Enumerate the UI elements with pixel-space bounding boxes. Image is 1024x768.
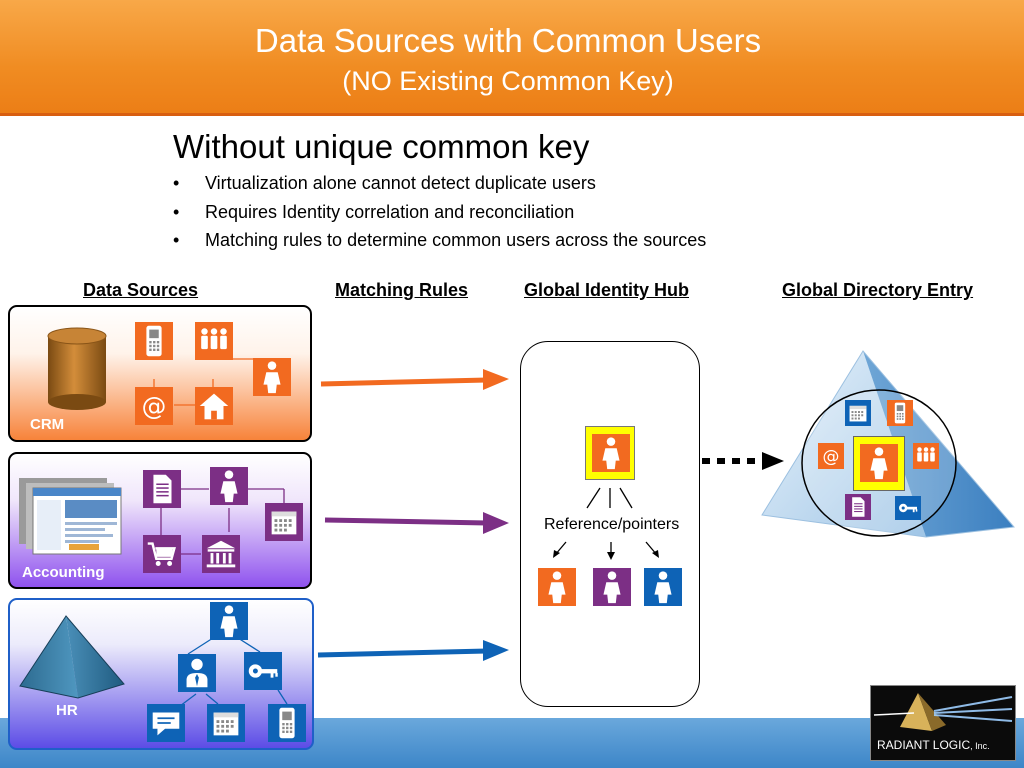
logo-prism-icon (873, 693, 1013, 731)
email-at-icon: @ (818, 443, 844, 469)
person-icon (210, 602, 248, 640)
svg-text:@: @ (823, 446, 840, 466)
mobile-phone-icon (135, 322, 173, 360)
calendar-icon (265, 503, 303, 541)
calendar-icon (207, 704, 245, 742)
logo-suffix-text: , Inc. (970, 741, 990, 751)
document-icon (143, 470, 181, 508)
shopping-cart-icon (143, 535, 181, 573)
person-icon (644, 568, 682, 606)
matching-arrows (317, 369, 509, 661)
slide-title: Data Sources with Common Users (254, 22, 762, 59)
person-icon (210, 467, 248, 505)
bullet-text: Matching rules to determine common users… (205, 230, 707, 250)
bank-icon (202, 535, 240, 573)
email-at-icon: @ (135, 387, 173, 425)
crm-match-arrow (320, 369, 509, 390)
mobile-phone-icon (268, 704, 306, 742)
person-icon (538, 568, 576, 606)
crm-label: CRM (30, 416, 65, 433)
mobile-phone-icon (887, 400, 913, 426)
document-icon (845, 494, 871, 520)
column-header-global-identity-hub: Global Identity Hub (524, 280, 689, 300)
database-cylinder-icon (47, 327, 107, 410)
title-bar (0, 0, 1024, 113)
svg-text:@: @ (142, 392, 167, 421)
person-icon (592, 434, 630, 472)
bullet-dot: • (173, 173, 180, 193)
group-icon (913, 443, 939, 469)
column-header-matching-rules: Matching Rules (335, 280, 469, 300)
screenshots-icon (19, 478, 122, 555)
content-heading: Without unique common key (173, 128, 590, 165)
column-header-data-sources: Data Sources (83, 280, 199, 300)
slide-subtitle: (NO Existing Common Key) (342, 66, 674, 96)
title-divider (0, 113, 1024, 116)
reference-pointers-label: Reference/pointers (544, 516, 680, 533)
bullet-text: Virtualization alone cannot detect dupli… (205, 173, 596, 193)
person-icon (593, 568, 631, 606)
column-header-global-directory-entry: Global Directory Entry (782, 280, 974, 300)
calendar-icon (845, 400, 871, 426)
hr-label: HR (56, 702, 78, 719)
person-icon (860, 444, 898, 482)
manager-icon (178, 654, 216, 692)
group-icon (195, 322, 233, 360)
global-identity-hub-container (520, 341, 700, 707)
person-icon (253, 358, 291, 396)
dotted-export-arrow (702, 452, 784, 470)
accounting-label: Accounting (22, 564, 105, 581)
bullet-text: Requires Identity correlation and reconc… (205, 202, 575, 222)
accounting-match-arrow (324, 512, 509, 534)
key-icon (895, 496, 921, 520)
house-icon (195, 387, 233, 425)
reference-pointer-lines (553, 487, 659, 560)
hr-match-arrow (317, 640, 509, 661)
accounting-connectors (160, 488, 285, 555)
pyramid-icon (19, 615, 125, 699)
bullet-dot: • (173, 202, 180, 222)
bullet-dot: • (173, 230, 180, 250)
logo-brand-text: RADIANT LOGIC (877, 738, 971, 752)
logo-wordmark: RADIANT LOGIC, Inc. (877, 738, 990, 752)
key-icon (244, 652, 282, 690)
chat-icon (147, 704, 185, 742)
